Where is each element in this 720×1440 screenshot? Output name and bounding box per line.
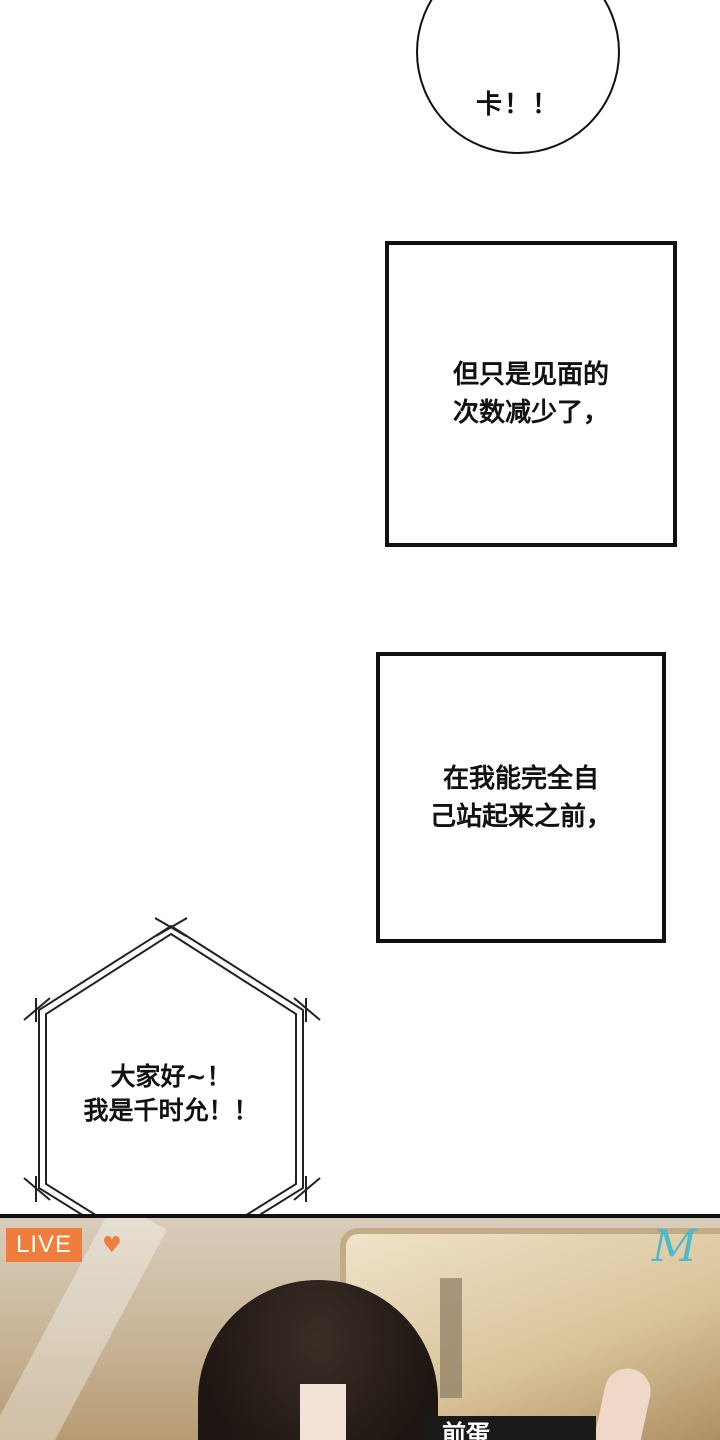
narration-box-1: 但只是见面的 次数减少了， [385, 241, 677, 547]
narration-text-1: 但只是见面的 次数减少了， [452, 360, 609, 428]
livestream-panel: LIVE ♥ M 前蛋 [0, 1214, 720, 1440]
speech-bubble: 卡！！ [416, 0, 620, 154]
live-badge: LIVE [6, 1228, 82, 1262]
caption-bar: 前蛋 [424, 1416, 596, 1440]
narration-box-2: 在我能完全自 己站起来之前， [376, 652, 666, 943]
heart-icon: ♥ [102, 1233, 122, 1258]
background-tower [440, 1278, 462, 1398]
character-face [300, 1384, 346, 1440]
hexagon-text: 大家好~！ 我是千时允！！ [83, 1062, 259, 1125]
m-logo: M [652, 1221, 698, 1272]
speech-bubble-text: 卡！！ [475, 89, 560, 120]
narration-text-2: 在我能完全自 己站起来之前， [429, 763, 612, 832]
